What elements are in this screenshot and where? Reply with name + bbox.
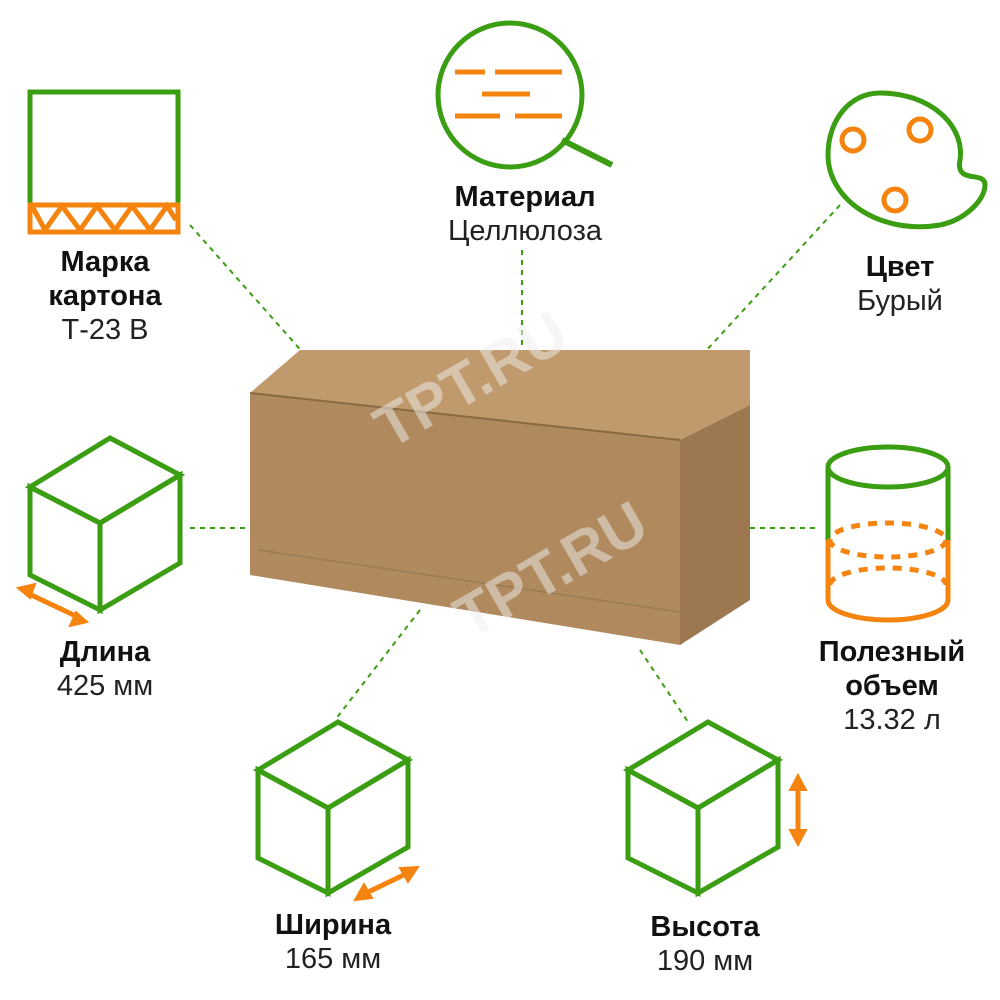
spec-volume-title: Полезный (818, 636, 966, 668)
cylinder-volume-icon (825, 444, 951, 623)
spec-height-value: 190 мм (656, 945, 754, 977)
spec-color-title: Цвет (865, 251, 935, 283)
spec-volume-value: 13.32 л (843, 704, 941, 736)
spec-height-title: Высота (650, 911, 760, 943)
spec-material: Материал Целлюлоза (405, 180, 645, 248)
spec-material-title: Материал (454, 181, 596, 213)
cube-width-icon (252, 719, 420, 902)
spec-grade: Марка картона Т-23 В (0, 245, 225, 347)
spec-volume-title2: объем (845, 670, 939, 702)
connector-lines (189, 204, 841, 726)
magnifier-icon (435, 20, 614, 170)
spec-color: Цвет Бурый (780, 250, 1000, 318)
spec-width-value: 165 мм (284, 943, 382, 975)
corrugated-cardboard-icon (27, 89, 181, 235)
spec-color-value: Бурый (857, 285, 943, 317)
spec-length-title: Длина (59, 636, 151, 668)
cardboard-box-image (249, 350, 750, 645)
palette-icon (825, 90, 988, 230)
spec-width-title: Ширина (274, 909, 392, 941)
spec-width: Ширина 165 мм (213, 908, 453, 976)
spec-volume: Полезный объем 13.32 л (772, 635, 1000, 737)
spec-length-value: 425 мм (56, 670, 154, 702)
spec-material-value: Целлюлоза (447, 215, 603, 247)
spec-length: Длина 425 мм (0, 635, 225, 703)
cube-length-icon (15, 435, 186, 628)
spec-grade-title: Марка (60, 246, 150, 278)
cube-height-icon (622, 719, 808, 898)
spec-height: Высота 190 мм (585, 910, 825, 978)
spec-grade-value: Т-23 В (61, 314, 149, 346)
spec-grade-title2: картона (48, 280, 162, 312)
